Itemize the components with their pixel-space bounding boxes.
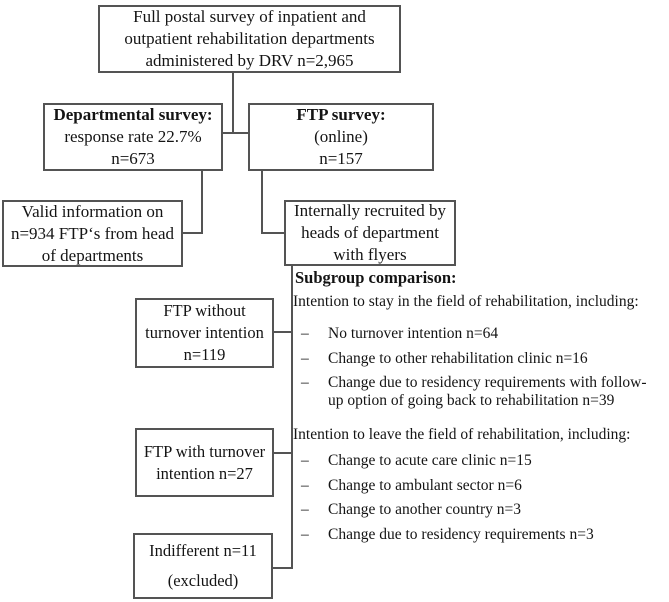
connector-spine-vertical (291, 266, 293, 569)
connector-between-survey-boxes (222, 132, 249, 134)
dash-bullet: – (301, 374, 309, 391)
node-ftp-survey: FTP survey: (online) n=157 (248, 103, 434, 171)
connector-branch-ftp-with (273, 452, 292, 454)
node-departmental-survey-n: n=673 (111, 149, 155, 168)
list-item-leave-2: – Change to ambulant sector n=6 (293, 477, 657, 495)
node-ftp-without-turnover: FTP without turnover intention n=119 (135, 298, 274, 368)
connector-to-valid-info (182, 232, 203, 234)
node-indifferent-excluded: Indifferent n=11 (excluded) (133, 533, 273, 599)
list-item-stay-1-text: No turnover intention n=64 (328, 325, 499, 342)
list-item-stay-1: – No turnover intention n=64 (293, 325, 657, 343)
list-item-leave-3-text: Change to another country n=3 (328, 501, 521, 518)
list-item-leave-4: – Change due to residency requirements n… (293, 526, 657, 544)
node-full-postal-survey-text: Full postal survey of inpatient and outp… (124, 7, 375, 70)
node-departmental-survey-response-rate: response rate 22.7% (64, 127, 202, 146)
connector-top-box-down (232, 73, 234, 134)
node-indifferent-excluded-label: (excluded) (167, 571, 239, 590)
dash-bullet: – (301, 501, 309, 518)
node-ftp-with-turnover-text: FTP with turnover intention n=27 (143, 441, 266, 483)
node-ftp-survey-mode: (online) (314, 127, 368, 146)
dash-bullet: – (301, 452, 309, 469)
list-item-stay-2: – Change to other rehabilitation clinic … (293, 350, 657, 368)
list-item-stay-2-text: Change to other rehabilitation clinic n=… (328, 349, 588, 367)
node-ftp-survey-title: FTP survey: (296, 105, 386, 124)
node-valid-information: Valid information on n=934 FTP‘s from he… (2, 200, 183, 267)
list-item-leave-4-text: Change due to residency requirements n=3 (328, 525, 594, 543)
connector-branch-indifferent (272, 567, 292, 569)
node-departmental-survey-title: Departmental survey: (53, 105, 213, 124)
connector-ftp-survey-down (261, 171, 263, 234)
node-ftp-without-turnover-text: FTP without turnover intention n=119 (145, 301, 264, 364)
list-item-leave-3: – Change to another country n=3 (293, 501, 657, 519)
list-item-leave-1-text: Change to acute care clinic n=15 (328, 452, 532, 469)
node-internally-recruited-text: Internally recruited by heads of departm… (294, 201, 446, 264)
node-internally-recruited: Internally recruited by heads of departm… (284, 200, 456, 266)
connector-to-internal-recruit (261, 232, 286, 234)
list-item-stay-3-text: Change due to residency requirements wit… (328, 374, 647, 409)
list-item-leave-1: – Change to acute care clinic n=15 (293, 452, 657, 470)
connector-branch-ftp-without (273, 331, 292, 333)
node-ftp-survey-n: n=157 (319, 149, 363, 168)
connector-departmental-down (201, 171, 203, 234)
node-full-postal-survey: Full postal survey of inpatient and outp… (98, 5, 401, 73)
list-item-leave-2-text: Change to ambulant sector n=6 (328, 476, 522, 494)
node-ftp-with-turnover: FTP with turnover intention n=27 (135, 428, 274, 497)
subgroup-heading: Subgroup comparison: (295, 268, 457, 287)
stay-intro: Intention to stay in the field of rehabi… (293, 293, 639, 310)
dash-bullet: – (301, 476, 309, 494)
subgroup-comparison-block: Subgroup comparison: Intention to stay i… (293, 268, 657, 550)
dash-bullet: – (301, 349, 309, 367)
dash-bullet: – (301, 525, 309, 543)
node-valid-information-text: Valid information on n=934 FTP‘s from he… (10, 201, 175, 265)
node-departmental-survey: Departmental survey: response rate 22.7%… (43, 103, 223, 171)
dash-bullet: – (301, 325, 309, 342)
node-indifferent-n: Indifferent n=11 (149, 541, 257, 560)
leave-intro: Intention to leave the field of rehabili… (293, 426, 631, 443)
list-item-stay-3: – Change due to residency requirements w… (293, 374, 657, 409)
